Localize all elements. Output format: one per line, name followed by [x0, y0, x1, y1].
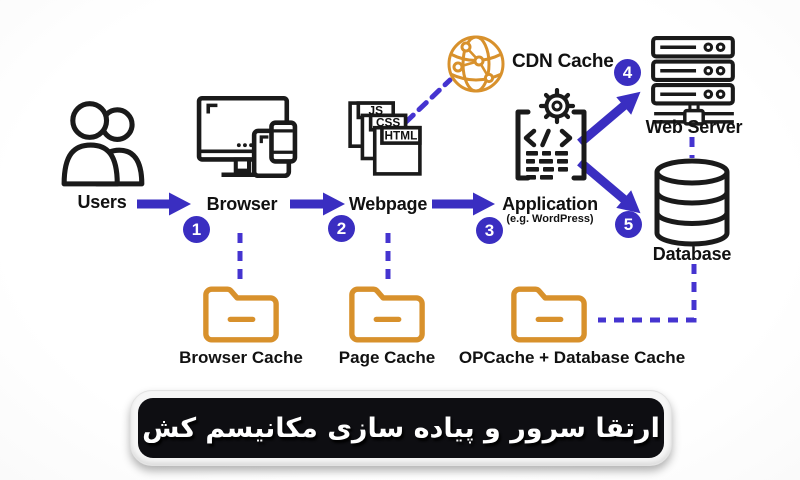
browser-label: Browser [206, 194, 278, 214]
cdn-cache-label: CDN Cache [512, 51, 614, 72]
webpage-label: Webpage [348, 194, 428, 214]
step-badge-5: 5 [615, 211, 642, 238]
code-document-gear-icon [515, 88, 587, 181]
browser-devices-icon [196, 95, 298, 179]
users-label: Users [77, 192, 127, 212]
file-html-label: HTML [385, 129, 418, 143]
folder-icon [203, 286, 279, 343]
step-badge-3: 3 [476, 217, 503, 244]
step-badge-1: 1 [183, 216, 210, 243]
stacked-files-icon: JS CSS HTML [348, 101, 422, 176]
title-banner-frame: ارتقا سرور و پیاده سازی مکانیسم کش [130, 390, 672, 466]
browser-cache-label: Browser Cache [179, 348, 303, 367]
folder-icon [511, 286, 587, 343]
title-banner-text: ارتقا سرور و پیاده سازی مکانیسم کش [142, 412, 660, 444]
application-sublabel: (e.g. WordPress) [506, 213, 594, 225]
page-cache-label: Page Cache [338, 348, 436, 367]
database-cylinder-icon [654, 158, 730, 247]
dashed-database-to-opcache [598, 264, 697, 323]
globe-network-icon [447, 35, 505, 93]
opcache-database-cache-label: OPCache + Database Cache [458, 348, 686, 367]
file-css-label: CSS [376, 116, 400, 130]
step-badge-2: 2 [328, 215, 355, 242]
web-server-label: Web Server [645, 117, 743, 137]
server-rack-icon [651, 36, 735, 126]
folder-icon [349, 286, 425, 343]
application-label: Application [502, 194, 598, 214]
users-icon [61, 101, 145, 187]
database-label: Database [652, 244, 732, 264]
file-js-label: JS [369, 103, 384, 117]
title-banner: ارتقا سرور و پیاده سازی مکانیسم کش [138, 398, 664, 458]
step-badge-4: 4 [614, 59, 641, 86]
